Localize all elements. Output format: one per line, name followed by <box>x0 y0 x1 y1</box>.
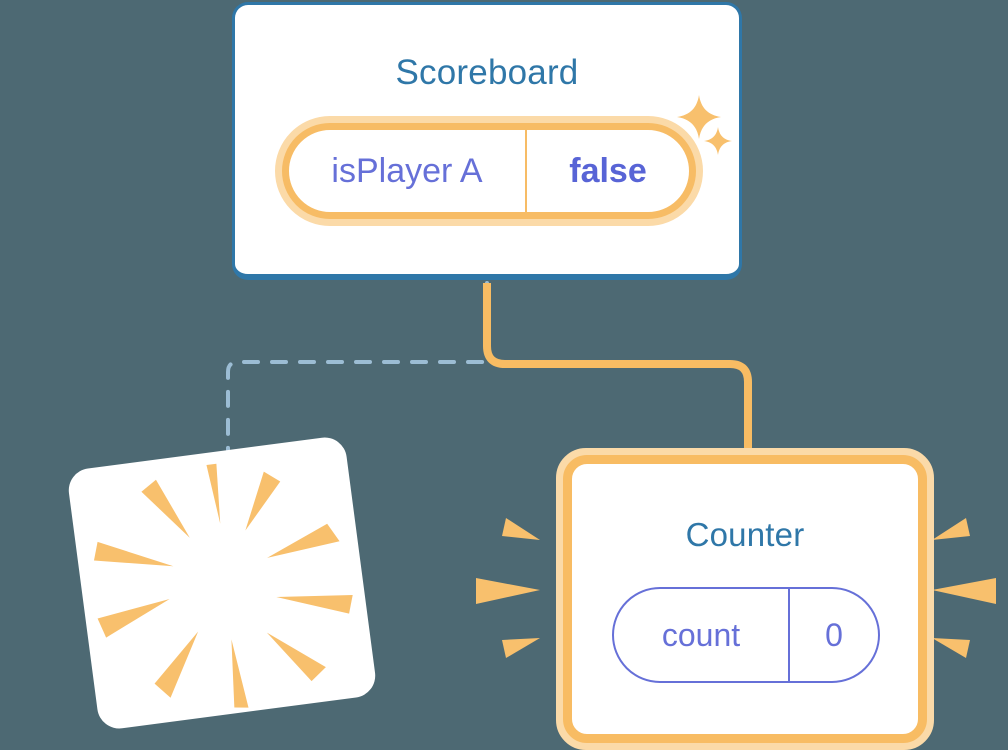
node-counter[interactable]: Counter count 0 <box>556 448 934 750</box>
scoreboard-property-pill[interactable]: isPlayer A false <box>275 116 703 226</box>
burst-rays-counter-left-icon <box>476 518 540 658</box>
counter-property-value: 0 <box>825 616 843 653</box>
counter-title: Counter <box>685 516 805 553</box>
dashed-connector-blank-card <box>226 281 489 472</box>
counter-property-key: count <box>614 589 790 681</box>
pill-glow-ring <box>275 116 703 226</box>
sparkle-small-icon <box>704 127 732 155</box>
burst-rays-blank-card-icon <box>93 463 353 708</box>
pill-body: isPlayer A false <box>282 123 696 219</box>
node-blank-card[interactable] <box>66 434 378 732</box>
scoreboard-property-value: false <box>569 151 647 190</box>
solid-connector-counter <box>483 283 752 470</box>
counter-property-pill[interactable]: count 0 <box>612 587 880 683</box>
burst-rays-counter-right-icon <box>932 518 996 658</box>
sparkle-large-icon <box>677 95 721 139</box>
scoreboard-title: Scoreboard <box>395 53 579 92</box>
scoreboard-property-key: isPlayer A <box>289 130 527 212</box>
